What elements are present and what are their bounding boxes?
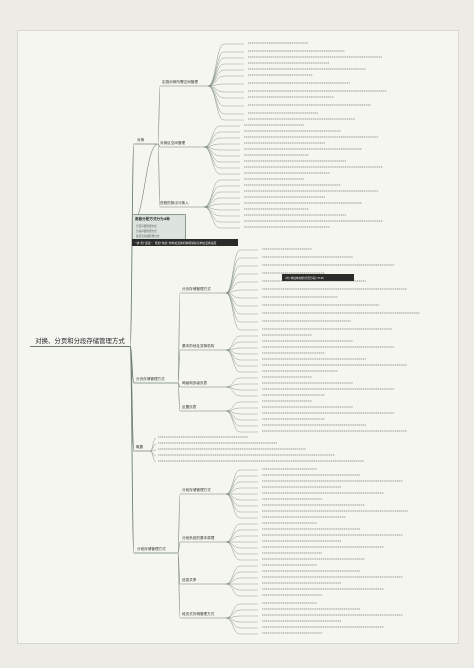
- connector-leaf: [225, 349, 241, 367]
- connector-leaf: [225, 541, 241, 555]
- note-line: 分段存储管理方式: [136, 230, 157, 233]
- connector-leaf: [225, 349, 241, 373]
- connector-leaf: [225, 617, 241, 629]
- connector-leaf: [203, 125, 221, 148]
- branch-paging[interactable]: 分页存储管理方式: [136, 377, 165, 381]
- connector-leaf: [225, 617, 241, 635]
- connector-main: [129, 345, 135, 452]
- connector-leaf: [207, 69, 225, 87]
- connector-sub: [177, 552, 181, 619]
- connector-leaf: [149, 450, 157, 463]
- connector-leaf: [203, 191, 221, 208]
- sub-paging-2[interactable]: 两级和多级页表: [182, 381, 208, 385]
- note-line: 段页式存储管理方式: [136, 235, 160, 238]
- connector-leaf: [225, 493, 241, 519]
- connector-leaf: [203, 146, 221, 175]
- connector-leaf: [225, 410, 241, 427]
- connector-leaf: [207, 75, 225, 87]
- connector-leaf: [203, 206, 221, 223]
- branch-segment[interactable]: 分段存储管理方式: [137, 547, 166, 551]
- connector-leaf: [225, 273, 241, 294]
- connector-leaf: [225, 541, 241, 561]
- connector-leaf: [207, 85, 225, 121]
- sub-paging-1[interactable]: 基本的地址变换机构: [182, 344, 215, 348]
- sub-paging-3[interactable]: 反置页表: [182, 405, 197, 409]
- branch-swap[interactable]: 对换: [137, 138, 145, 142]
- connector-leaf: [225, 469, 241, 495]
- sub-segment-2[interactable]: 信息共享: [182, 578, 197, 582]
- sub-swap-0[interactable]: 实施对换所需空间管理: [162, 80, 198, 84]
- connector-leaf: [225, 265, 241, 294]
- highlight-banner[interactable]: “快”和“连接”：增加“快表”的地址变换机构能够提高地址变换速度: [132, 239, 238, 246]
- highlight-tag[interactable]: 4为 地址映射的分页分段 (TLB): [282, 274, 354, 281]
- connector-sub: [177, 493, 181, 554]
- connector-sub: [177, 541, 181, 554]
- connector-leaf: [225, 292, 241, 331]
- connector-leaf: [225, 410, 241, 433]
- branch-overview[interactable]: 概要: [136, 445, 144, 449]
- connector-leaf: [225, 493, 241, 513]
- sub-segment-0[interactable]: 分段存储管理方式: [182, 488, 211, 492]
- connector-leaf: [225, 281, 241, 294]
- sub-segment-1[interactable]: 分段系统的基本原理: [182, 536, 215, 540]
- connector-sub: [177, 382, 181, 412]
- connector-leaf: [207, 83, 225, 87]
- connector-leaf: [203, 146, 221, 169]
- connector-sub: [157, 143, 161, 208]
- connector-leaf: [225, 583, 241, 591]
- sub-segment-3[interactable]: 段页式存储管理方式: [182, 612, 215, 616]
- connector-leaf: [225, 523, 241, 543]
- connector-sub: [177, 349, 181, 384]
- connector-main: [129, 345, 135, 554]
- sub-swap-1[interactable]: 对换区空间管理: [160, 141, 186, 145]
- connector-leaf: [225, 386, 241, 397]
- connector-leaf: [225, 583, 241, 597]
- mind-map-sheet: [17, 30, 459, 644]
- note-line: 分页存储管理方式: [136, 225, 157, 228]
- connector-sub: [157, 143, 161, 148]
- connector-sub: [157, 85, 161, 145]
- connector-note: [131, 143, 159, 223]
- connector-leaf: [225, 249, 241, 294]
- connector-leaf: [225, 475, 241, 495]
- connector-leaf: [207, 63, 225, 87]
- connector-leaf: [203, 179, 221, 208]
- note-box[interactable]: 离散分配方式分为4种 分页存储管理方式 分段存储管理方式 段页式存储管理方式: [132, 214, 186, 242]
- connector-leaf: [225, 257, 241, 294]
- connector-leaf: [207, 85, 225, 115]
- connector-leaf: [225, 292, 241, 323]
- connector-leaf: [207, 57, 225, 87]
- connector-leaf: [225, 481, 241, 495]
- connector-leaf: [225, 493, 241, 507]
- connector-leaf: [225, 349, 241, 361]
- connector-leaf: [225, 571, 241, 585]
- connector-leaf: [225, 565, 241, 585]
- connector-leaf: [203, 146, 221, 163]
- connector-leaf: [225, 289, 241, 294]
- connector-leaf: [225, 529, 241, 543]
- sub-paging-0[interactable]: 分页存储管理方式: [182, 287, 211, 291]
- sub-swap-2[interactable]: 进程的换出与换入: [160, 201, 189, 205]
- connector-leaf: [203, 206, 221, 229]
- connector-leaf: [203, 131, 221, 148]
- root-topic[interactable]: 对换、分页和分段存储管理方式: [30, 334, 130, 347]
- connector-leaf: [203, 185, 221, 208]
- note-title: 离散分配方式分为4种: [135, 217, 170, 221]
